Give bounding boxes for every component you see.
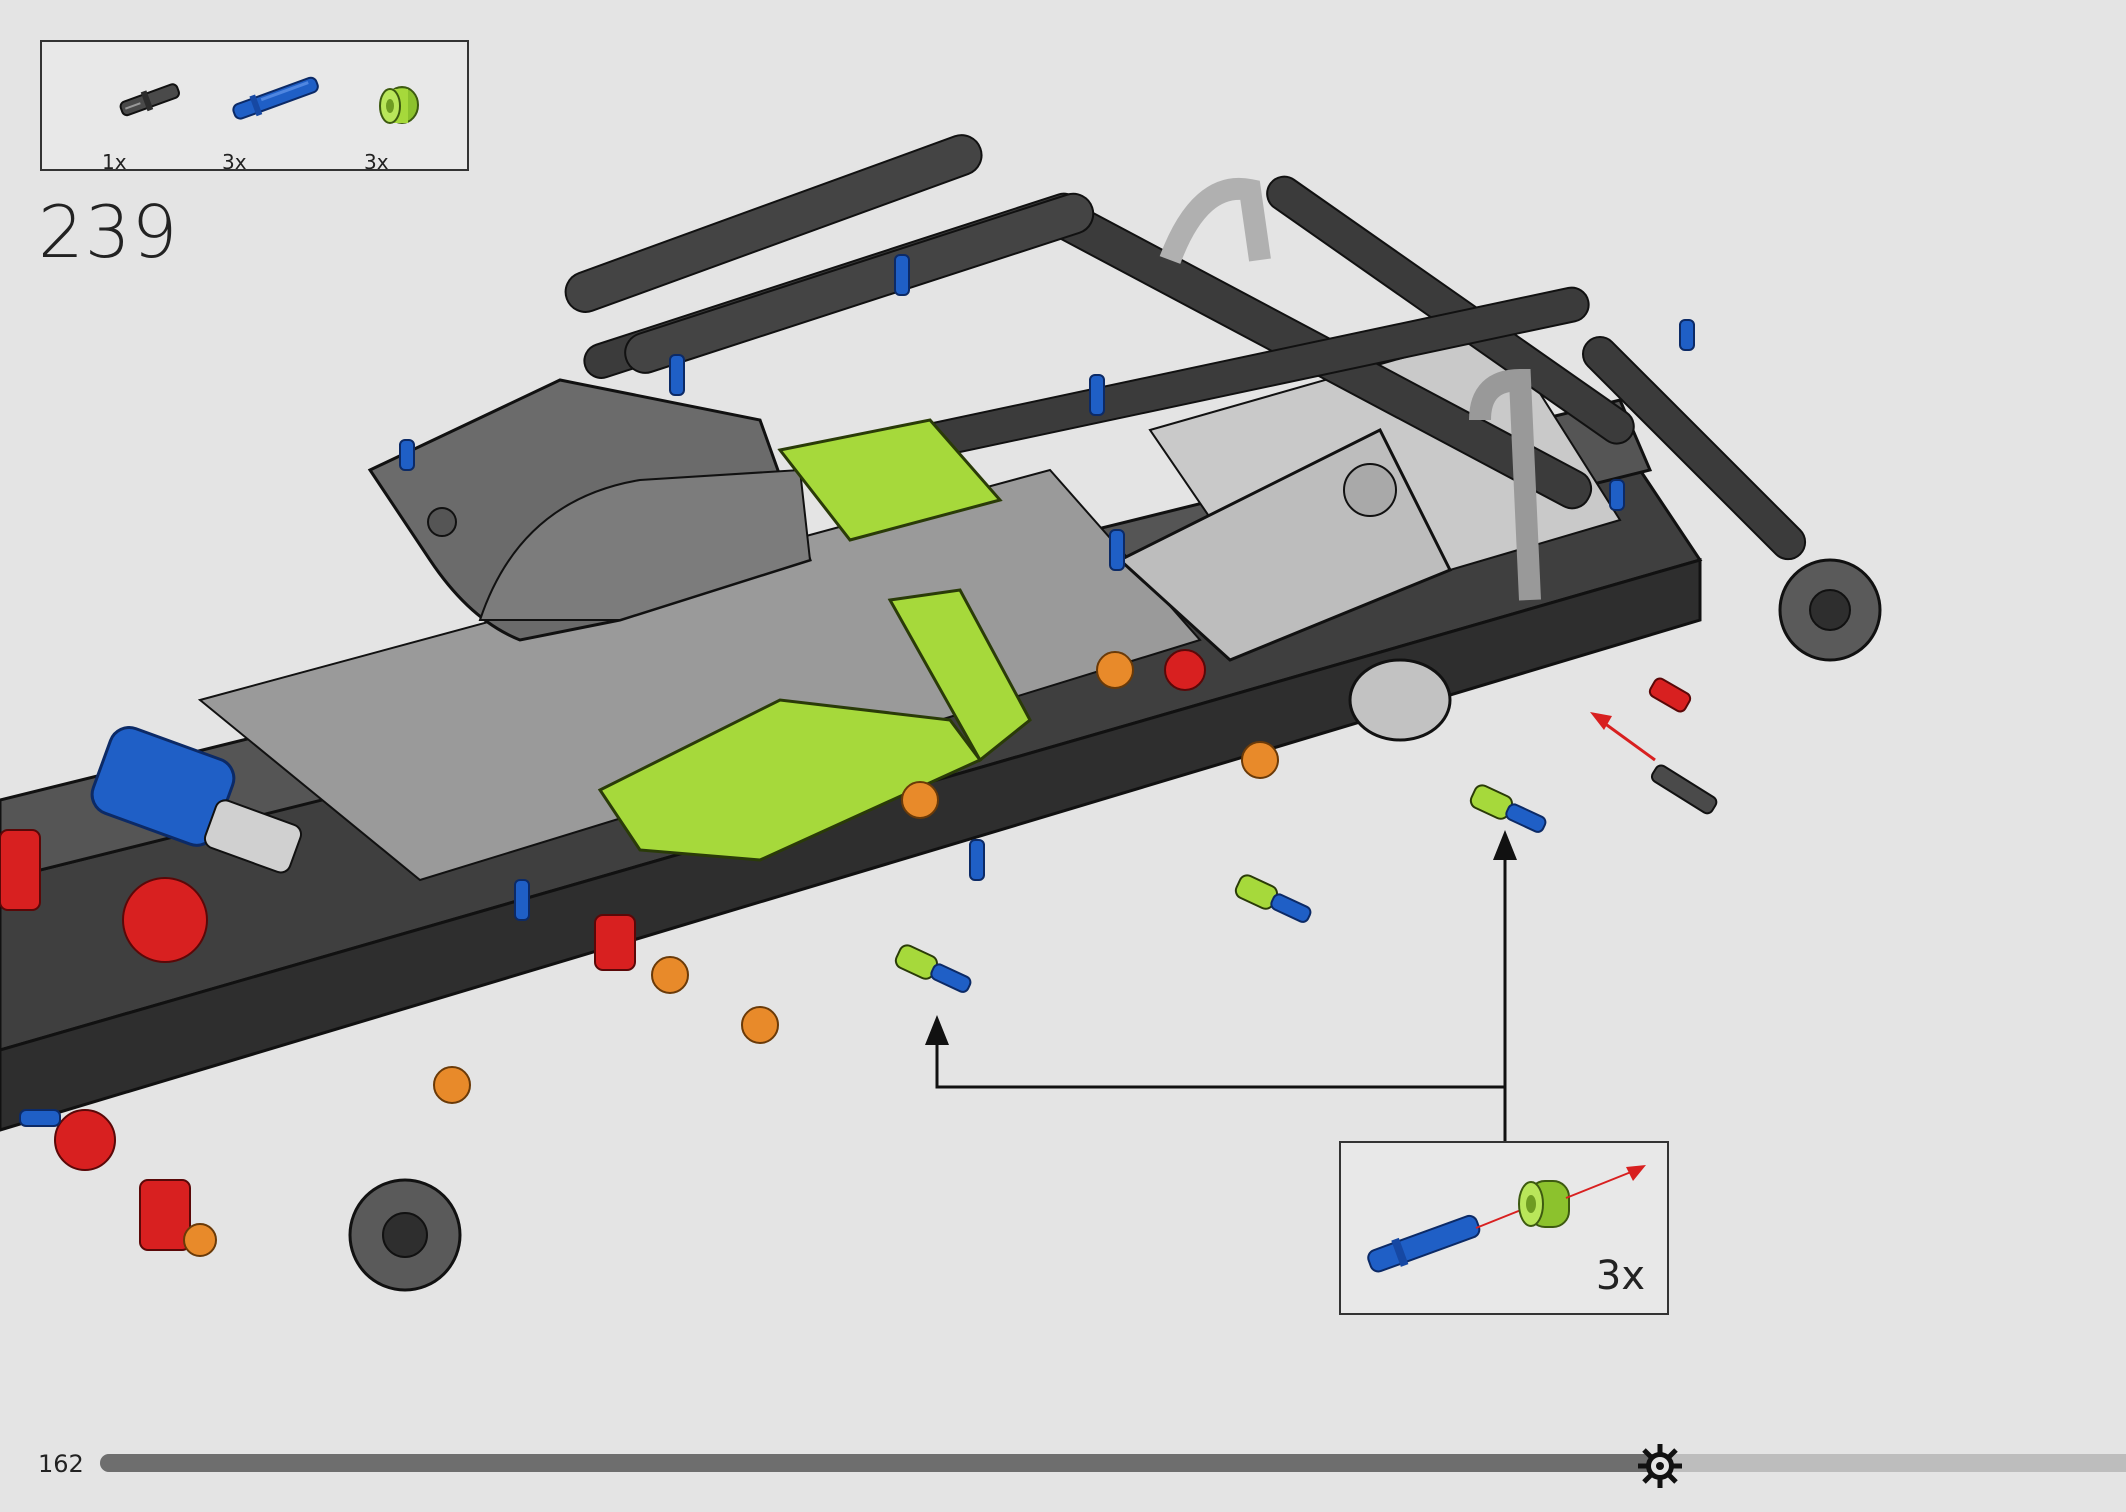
- gear-icon: [1638, 1444, 1683, 1488]
- arrow-head-right: [1493, 830, 1517, 860]
- parts-item-blue-pin: 3x: [222, 70, 332, 174]
- blue-pins: [19, 254, 1695, 1127]
- axle-pin-insertion: [1590, 677, 1718, 815]
- progress-fill: [100, 1454, 1661, 1472]
- lime-seat-frame: [597, 418, 1032, 862]
- callout-arrows: [935, 855, 1507, 1141]
- parts-item-lime-bush: 3x: [364, 70, 474, 174]
- wheel-hubs: [348, 558, 1882, 1292]
- blue-pin-icon: [232, 76, 319, 120]
- page-number: 162: [38, 1450, 84, 1478]
- chassis-frame: [0, 175, 1807, 1132]
- subassembly-illustration: [1367, 1165, 1646, 1273]
- parts-qty: 3x: [364, 150, 389, 174]
- parts-qty: 3x: [222, 150, 247, 174]
- progress-bar: [100, 1454, 2126, 1472]
- axle-pin-icon: [119, 83, 180, 117]
- subassembly-qty: 3x: [1595, 1253, 1645, 1299]
- step-number: 239: [38, 190, 179, 274]
- arrow-head-left: [925, 1015, 949, 1045]
- red-arrow-icon: [1626, 1165, 1646, 1181]
- engine-cowl: [367, 378, 812, 642]
- parts-item-axle-pin: 1x: [102, 70, 212, 174]
- red-parts: [0, 649, 1206, 1251]
- subassembly-box: 3x: [1339, 1141, 1669, 1315]
- parts-qty: 1x: [102, 150, 127, 174]
- target-pin-assemblies: [894, 784, 1547, 993]
- parts-list-box: 1x 3x 3x: [40, 40, 469, 174]
- lime-bush-icon: [379, 86, 419, 124]
- orange-bushes: [183, 651, 1279, 1257]
- shock-absorber: [90, 726, 303, 874]
- blue-pin-icon: [1367, 1214, 1481, 1273]
- engine-block: [1117, 177, 1541, 742]
